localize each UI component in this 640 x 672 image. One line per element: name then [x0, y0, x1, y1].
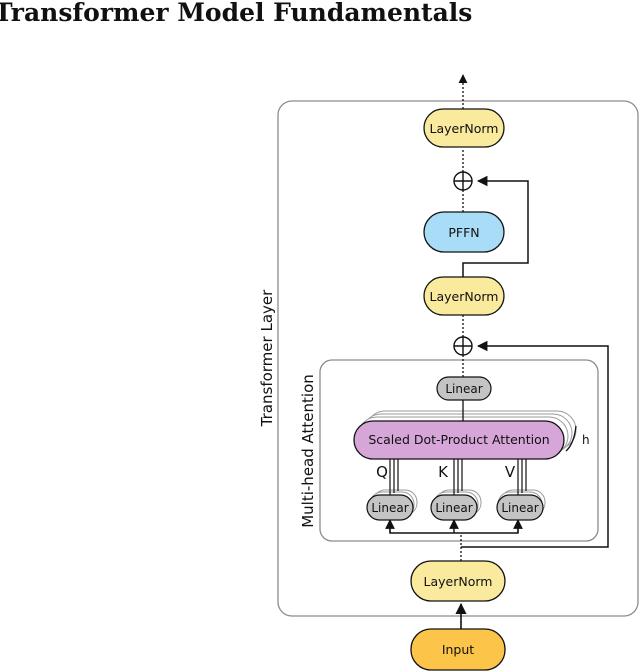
layernorm-top-block: LayerNorm — [423, 108, 505, 148]
scaled-dot-product-attention-block: Scaled Dot-Product Attention — [353, 420, 565, 460]
transformer-layer-label: Transformer Layer — [258, 289, 276, 427]
heads-bracket — [565, 425, 577, 452]
linear-v-label: Linear — [501, 501, 538, 515]
layernorm-bottom-block: LayerNorm — [410, 560, 506, 602]
transformer-layer-frame — [277, 100, 639, 617]
k-label: K — [438, 463, 449, 481]
heads-label: h — [582, 433, 590, 447]
residual-add-circle-2 — [453, 171, 473, 191]
input-block: Input — [410, 628, 506, 671]
sdpa-label: Scaled Dot-Product Attention — [368, 432, 549, 447]
q-label: Q — [376, 463, 388, 481]
multi-head-attention-label: Multi-head Attention — [299, 374, 317, 528]
pffn-label: PFFN — [448, 225, 479, 240]
layernorm-bottom-label: LayerNorm — [424, 574, 493, 589]
residual-add-circle-1 — [453, 336, 473, 356]
linear-q-block: Linear — [366, 494, 414, 521]
layernorm-top-label: LayerNorm — [430, 121, 499, 136]
qkv-lines — [389, 459, 527, 495]
page-title: Transformer Model Fundamentals — [0, 0, 473, 27]
attention-residual-line — [461, 340, 609, 548]
multi-head-attention-frame — [319, 359, 599, 542]
layernorm-middle-label: LayerNorm — [430, 289, 499, 304]
input-label: Input — [442, 642, 474, 657]
linear-out-label: Linear — [445, 382, 482, 396]
linear-k-label: Linear — [435, 501, 472, 515]
v-label: V — [505, 463, 516, 481]
pffn-residual-line — [462, 175, 529, 277]
linear-k-block: Linear — [430, 494, 478, 521]
linear-v-block: Linear — [496, 494, 544, 521]
linear-q-label: Linear — [371, 501, 408, 515]
linear-out-block: Linear — [436, 376, 492, 401]
pffn-block: PFFN — [423, 211, 505, 253]
layernorm-middle-block: LayerNorm — [423, 276, 505, 316]
